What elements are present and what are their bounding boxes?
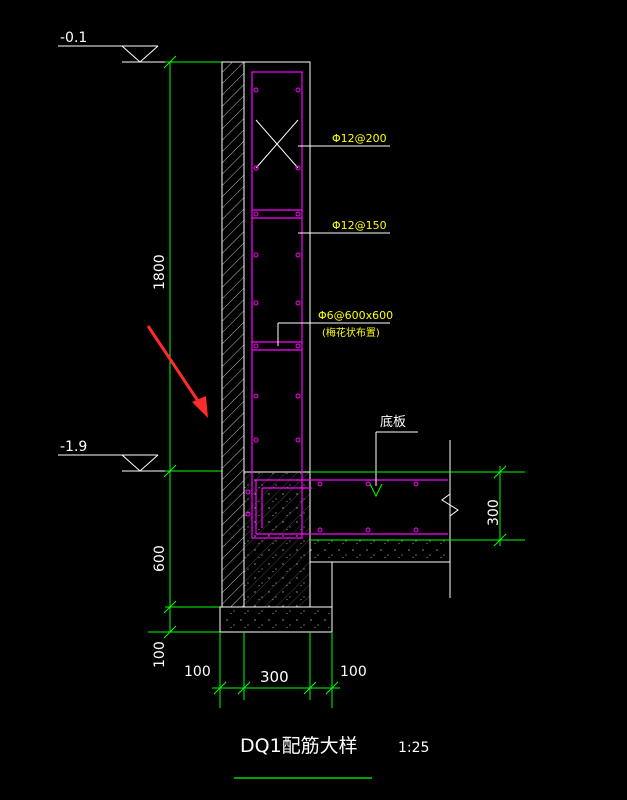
- opening-cross-mark: [255, 119, 299, 169]
- drawing-scale: 1:25: [398, 740, 429, 756]
- dimension-wall-width: 300: [260, 668, 289, 686]
- footing-cushion: [219, 606, 333, 633]
- elevation-top-label: -0.1: [60, 30, 87, 46]
- rebar-leaders: [277, 145, 390, 346]
- slab-thickness-dimension: [310, 465, 525, 547]
- elevation-marker-top: -0.1: [58, 30, 170, 63]
- retaining-wall: [221, 61, 311, 608]
- dimension-offset-left: 100: [184, 664, 211, 680]
- rebar-cage: [251, 71, 448, 539]
- dimension-footing-thickness: 100: [152, 641, 168, 668]
- rebar-label-tie-spec: Φ6@600x600: [318, 309, 393, 322]
- bottom-slab: [309, 440, 459, 608]
- elevation-bottom-label: -1.9: [60, 439, 87, 455]
- dimension-slab-thickness: 300: [486, 499, 502, 526]
- dimension-wall-height-lower: 600: [152, 545, 168, 572]
- vertical-dimension-chain: [148, 55, 222, 639]
- rebar-label-tie-note: (梅花状布置): [322, 326, 380, 339]
- annotation-arrow: [146, 325, 208, 418]
- dimension-offset-right: 100: [340, 664, 367, 680]
- drawing-title: DQ1配筋大样: [240, 735, 358, 757]
- horizontal-dimension-chain: [212, 632, 340, 708]
- slab-label: 底板: [380, 414, 406, 430]
- elevation-marker-bottom: -1.9: [58, 439, 170, 472]
- dimension-wall-height-upper: 1800: [152, 254, 168, 290]
- slab-label-leader: [369, 431, 418, 498]
- rebar-label-horizontal: Φ12@200: [332, 132, 387, 145]
- rebar-label-vertical: Φ12@150: [332, 219, 387, 232]
- rebar-dots: [245, 87, 419, 533]
